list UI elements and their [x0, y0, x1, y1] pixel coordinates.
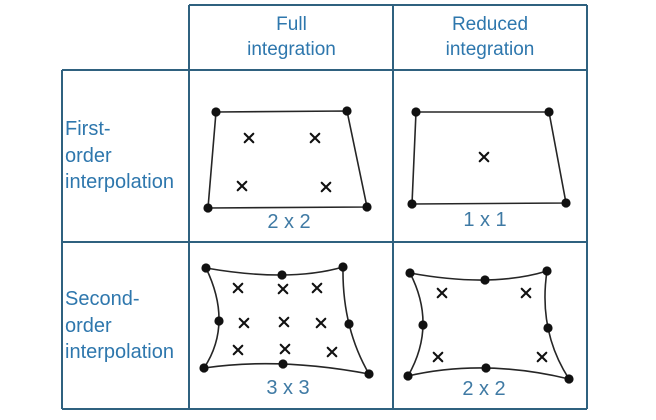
node-dot: [278, 359, 288, 369]
node-dot: [199, 363, 209, 373]
node-dot: [561, 198, 571, 208]
gauss-point-x-icon: [236, 180, 248, 192]
element-diagram-second-order-reduced: [403, 266, 574, 384]
element-diagram-first-order-full: [203, 106, 372, 213]
node-dot: [407, 199, 417, 209]
column-header-reduced-integration: Reduced integration: [445, 13, 535, 60]
node-dot: [411, 107, 421, 117]
gauss-point-x-icon: [326, 346, 338, 358]
node-dot: [544, 107, 554, 117]
gauss-count-label-second-order-reduced: 2 x 2: [462, 378, 506, 400]
row-header-second-order-interpolation: Second- order interpolation: [65, 288, 174, 364]
node-dot: [342, 106, 352, 116]
node-dot: [543, 323, 553, 333]
node-dot: [214, 316, 224, 326]
node-dot: [362, 202, 372, 212]
gauss-point-x-icon: [309, 132, 321, 144]
gauss-point-x-icon: [478, 151, 490, 163]
node-dot: [211, 107, 221, 117]
gauss-point-x-icon: [232, 282, 244, 294]
gauss-point-x-icon: [277, 283, 289, 295]
gauss-point-x-icon: [436, 287, 448, 299]
gauss-point-x-icon: [232, 344, 244, 356]
row-header-first-order-interpolation: First- order interpolation: [65, 118, 174, 194]
gauss-point-x-icon: [278, 316, 290, 328]
gauss-point-x-icon: [520, 287, 532, 299]
gauss-point-x-icon: [279, 343, 291, 355]
gauss-point-x-icon: [238, 317, 250, 329]
gauss-count-label-first-order-full: 2 x 2: [267, 211, 311, 233]
gauss-point-x-icon: [536, 351, 548, 363]
gauss-point-x-icon: [432, 351, 444, 363]
element-diagram-first-order-reduced: [407, 107, 571, 209]
node-dot: [277, 270, 287, 280]
node-dot: [364, 369, 374, 379]
gauss-count-label-second-order-full: 3 x 3: [266, 377, 310, 399]
node-dot: [542, 266, 552, 276]
column-header-full-integration: Full integration: [247, 13, 336, 60]
element-outline: [411, 111, 567, 205]
node-dot: [403, 371, 413, 381]
node-dot: [344, 319, 354, 329]
element-outline: [207, 110, 368, 209]
node-dot: [481, 363, 491, 373]
gauss-count-label-first-order-reduced: 1 x 1: [463, 209, 507, 231]
node-dot: [201, 263, 211, 273]
node-dot: [418, 320, 428, 330]
element-diagram-second-order-full: [199, 262, 374, 379]
gauss-point-x-icon: [315, 317, 327, 329]
node-dot: [338, 262, 348, 272]
gauss-point-x-icon: [311, 282, 323, 294]
node-dot: [564, 374, 574, 384]
node-dot: [405, 268, 415, 278]
node-dot: [480, 275, 490, 285]
gauss-point-x-icon: [320, 181, 332, 193]
node-dot: [203, 203, 213, 213]
gauss-point-x-icon: [243, 132, 255, 144]
